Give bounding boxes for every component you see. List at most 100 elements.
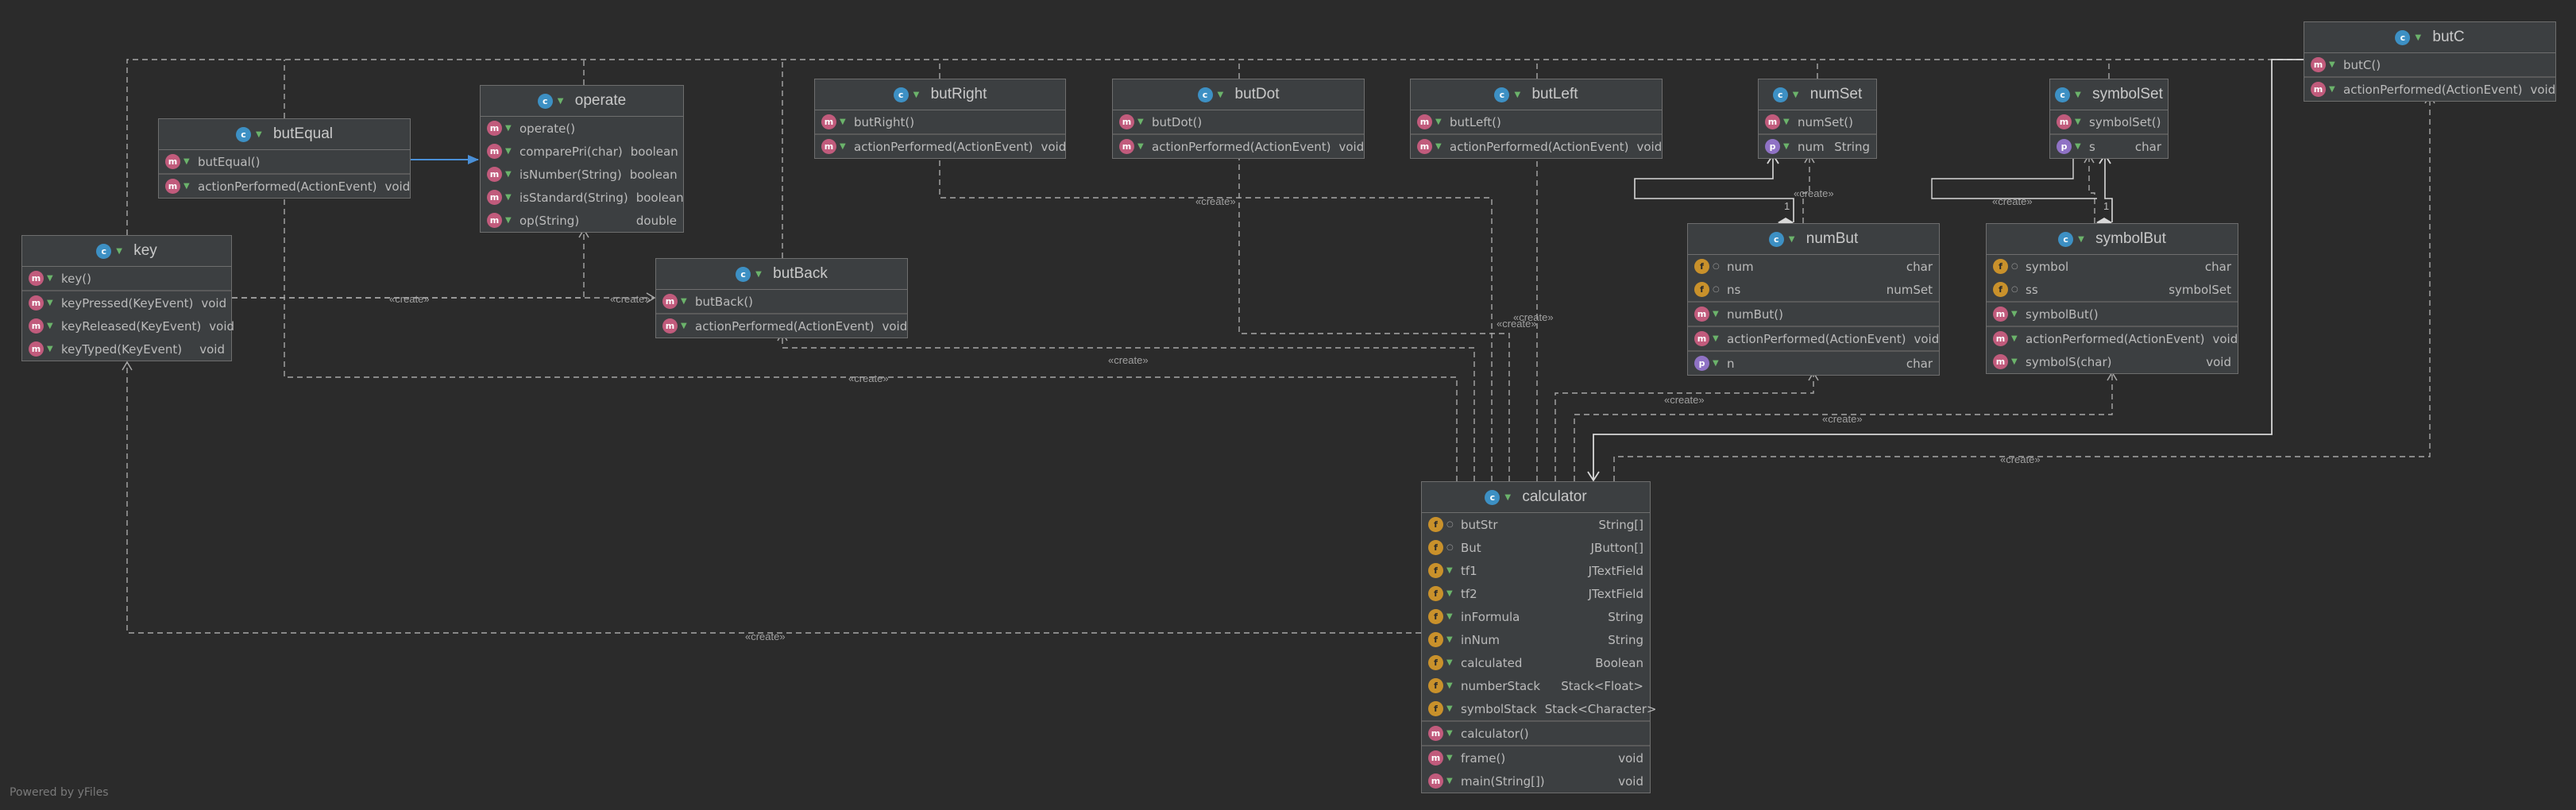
- class-header[interactable]: c▼butRight: [815, 79, 1065, 110]
- class-name: symbolBut: [2095, 230, 2166, 247]
- member-row[interactable]: m▼actionPerformed(ActionEvent)void: [656, 314, 907, 338]
- member-row[interactable]: m▼symbolS(char)void: [1987, 350, 2238, 373]
- member-row[interactable]: m▼actionPerformed(ActionEvent)void: [1987, 327, 2238, 350]
- class-header[interactable]: c▼butC: [2304, 22, 2555, 53]
- field-icon: f: [1694, 282, 1709, 297]
- class-header[interactable]: c▼butDot: [1113, 79, 1364, 110]
- member-type: String[]: [1598, 517, 1643, 532]
- method-icon: m: [487, 213, 502, 228]
- member-name: n: [1727, 356, 1735, 371]
- member-section: m▼symbolSet(): [2050, 110, 2168, 135]
- package-visibility-icon: ○: [1713, 285, 1720, 294]
- class-header[interactable]: c▼symbolSet: [2050, 79, 2168, 110]
- class-header[interactable]: c▼butBack: [656, 259, 907, 290]
- member-row[interactable]: m▼numBut(): [1688, 303, 1939, 326]
- member-row[interactable]: m▼actionPerformed(ActionEvent)void: [1688, 327, 1939, 350]
- class-header[interactable]: c▼butEqual: [159, 119, 410, 150]
- property-icon: p: [2057, 139, 2072, 154]
- member-row[interactable]: m▼op(String)double: [481, 209, 683, 232]
- class-header[interactable]: c▼operate: [481, 86, 683, 117]
- create-label: «create»: [1992, 195, 2033, 207]
- member-row[interactable]: m▼operate(): [481, 117, 683, 140]
- member-row[interactable]: m▼butRight(): [815, 110, 1065, 133]
- member-name: butStr: [1461, 517, 1498, 532]
- public-visibility-icon: ▼: [2011, 334, 2018, 343]
- member-row[interactable]: m▼actionPerformed(ActionEvent)void: [1113, 135, 1364, 158]
- member-row[interactable]: m▼comparePri(char)boolean: [481, 140, 683, 163]
- create-label: «create»: [610, 293, 651, 305]
- member-row[interactable]: m▼isNumber(String)boolean: [481, 163, 683, 186]
- class-header[interactable]: c▼calculator: [1422, 482, 1650, 513]
- member-row[interactable]: m▼frame()void: [1422, 746, 1650, 770]
- member-row[interactable]: m▼key(): [22, 267, 231, 290]
- public-visibility-icon: ▼: [2075, 142, 2081, 151]
- member-row[interactable]: m▼butDot(): [1113, 110, 1364, 133]
- member-row[interactable]: m▼symbolBut(): [1987, 303, 2238, 326]
- method-icon: m: [487, 144, 502, 159]
- create-label: «create»: [1822, 413, 1863, 425]
- class-name: numBut: [1806, 230, 1859, 247]
- public-visibility-icon: ▼: [557, 96, 564, 106]
- member-section: m▼actionPerformed(ActionEvent)void: [656, 314, 907, 338]
- public-visibility-icon: ▼: [840, 118, 846, 126]
- class-header[interactable]: c▼numSet: [1759, 79, 1876, 110]
- class-header[interactable]: c▼numBut: [1688, 224, 1939, 255]
- member-row[interactable]: m▼keyPressed(KeyEvent)void: [22, 291, 231, 314]
- member-row[interactable]: m▼actionPerformed(ActionEvent)void: [2304, 78, 2555, 101]
- member-row[interactable]: m▼main(String[])void: [1422, 770, 1650, 793]
- package-visibility-icon: ○: [2011, 262, 2018, 271]
- class-name: butBack: [773, 265, 828, 282]
- class-name: calculator: [1522, 488, 1587, 505]
- member-row[interactable]: m▼actionPerformed(ActionEvent)void: [159, 175, 410, 198]
- member-row[interactable]: m▼keyReleased(KeyEvent)void: [22, 314, 234, 338]
- member-row[interactable]: m▼butEqual(): [159, 150, 410, 173]
- public-visibility-icon: ▼: [1435, 142, 1442, 151]
- member-row[interactable]: m▼butLeft(): [1411, 110, 1662, 133]
- class-header[interactable]: c▼butLeft: [1411, 79, 1662, 110]
- member-row[interactable]: m▼keyTyped(KeyEvent)void: [22, 338, 231, 361]
- public-visibility-icon: ▼: [1713, 334, 1719, 343]
- member-type: void: [2212, 331, 2238, 346]
- member-row[interactable]: m▼symbolSet(): [2050, 110, 2168, 133]
- member-row[interactable]: m▼isStandard(String)boolean: [481, 186, 684, 209]
- member-row[interactable]: m▼numSet(): [1759, 110, 1876, 133]
- class-header[interactable]: c▼key: [22, 236, 231, 267]
- member-row[interactable]: m▼actionPerformed(ActionEvent)void: [815, 135, 1066, 158]
- member-row[interactable]: m▼butC(): [2304, 53, 2555, 76]
- member-row[interactable]: m▼actionPerformed(ActionEvent)void: [1411, 135, 1662, 158]
- member-row[interactable]: m▼butBack(): [656, 290, 907, 313]
- member-name: calculated: [1461, 655, 1523, 670]
- class-icon: c: [235, 126, 251, 142]
- class-header[interactable]: c▼symbolBut: [1987, 224, 2238, 255]
- member-row[interactable]: m▼calculator(): [1422, 722, 1650, 745]
